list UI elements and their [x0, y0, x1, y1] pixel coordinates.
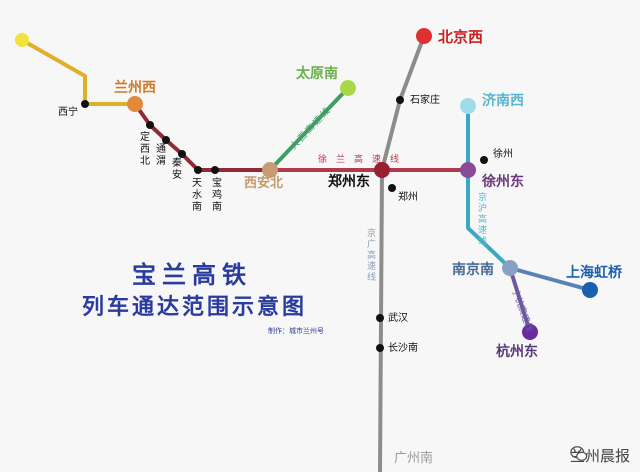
huning-line	[509, 266, 591, 292]
label-jinghu-line: 京沪高速线	[478, 191, 487, 247]
label-xuzhou: 徐州	[493, 147, 513, 160]
station-dot-jinanxi	[460, 98, 476, 114]
label-daxi-line: 大西高速线	[287, 104, 333, 152]
label-xuzhoudong: 徐州东	[481, 173, 524, 190]
station-dot-tianshuinan	[194, 166, 202, 174]
station-dot-wuhan	[376, 314, 384, 322]
label-wuhan: 武汉	[388, 311, 408, 324]
label-hangzhoudong: 杭州东	[496, 343, 538, 360]
station-dot-baojinan	[211, 166, 219, 174]
daxi-line	[268, 86, 350, 172]
label-tongwei: 通渭	[156, 143, 166, 167]
station-dot-shanghaihongqiao	[582, 282, 598, 298]
label-xining: 西宁	[58, 105, 78, 118]
label-zhengzhoudong: 郑州东	[328, 173, 370, 190]
jinghu-line	[466, 106, 512, 270]
station-dot-xuzhou	[480, 156, 488, 164]
label-nanjingnan: 南京南	[452, 261, 494, 278]
wechat-icon	[570, 446, 588, 461]
label-jingguang-line: 京广高速线	[367, 227, 376, 283]
map-title-line2: 列车通达范围示意图	[82, 294, 307, 320]
station-dot-qinan	[178, 150, 186, 158]
label-shijiazhuang: 石家庄	[410, 93, 440, 106]
label-jinanxi: 济南西	[482, 92, 524, 109]
station-dot-beijingxi	[416, 28, 432, 44]
station-dot-lanzhouxi	[127, 96, 143, 112]
station-dot-shijiazhuang	[396, 96, 404, 104]
station-dot-taiyuannan	[340, 80, 356, 96]
label-baojinan: 宝鸡南	[212, 176, 222, 213]
watermark-text: 兰州晨报	[569, 447, 630, 465]
station-dot-dingxibei	[146, 121, 154, 129]
station-dot-changshanan	[376, 344, 384, 352]
label-zhengzhou: 郑州	[398, 190, 418, 203]
station-dot-tongwei	[162, 136, 170, 144]
label-xulan-line: 徐兰高速线	[318, 153, 408, 165]
station-dot-xianbei	[262, 162, 278, 178]
station-dot-terminus-west	[15, 33, 29, 47]
label-xianbei: 西安北	[244, 175, 283, 191]
label-qinan: 秦安	[172, 156, 182, 181]
label-ninghang-line: 宁杭高速线	[509, 287, 536, 333]
station-dot-zhengzhoudong	[374, 162, 390, 178]
label-dingxibei: 定西北	[140, 130, 150, 167]
station-dot-xining	[81, 100, 89, 108]
station-dot-nanjingnan	[502, 260, 518, 276]
label-shanghaihongqiao: 上海虹桥	[566, 264, 623, 281]
label-lanzhouxi: 兰州西	[114, 79, 156, 96]
station-dot-xuzhoudong	[460, 162, 476, 178]
label-beijingxi: 北京西	[438, 28, 483, 46]
station-dot-hangzhoudong	[522, 324, 538, 340]
watermark: 兰州晨报	[570, 445, 630, 466]
label-taiyuannan: 太原南	[296, 65, 338, 82]
map-title-line1: 宝兰高铁	[132, 261, 252, 289]
label-changshanan: 长沙南	[388, 341, 418, 354]
station-dot-zhengzhou	[388, 184, 396, 192]
label-tianshuinan: 天水南	[192, 178, 202, 213]
ninghang-line	[508, 267, 532, 333]
map-credit: 制作：城市兰州号	[268, 326, 324, 335]
lanxin-line	[21, 38, 135, 106]
label-guangzhounan: 广州南	[394, 450, 433, 466]
